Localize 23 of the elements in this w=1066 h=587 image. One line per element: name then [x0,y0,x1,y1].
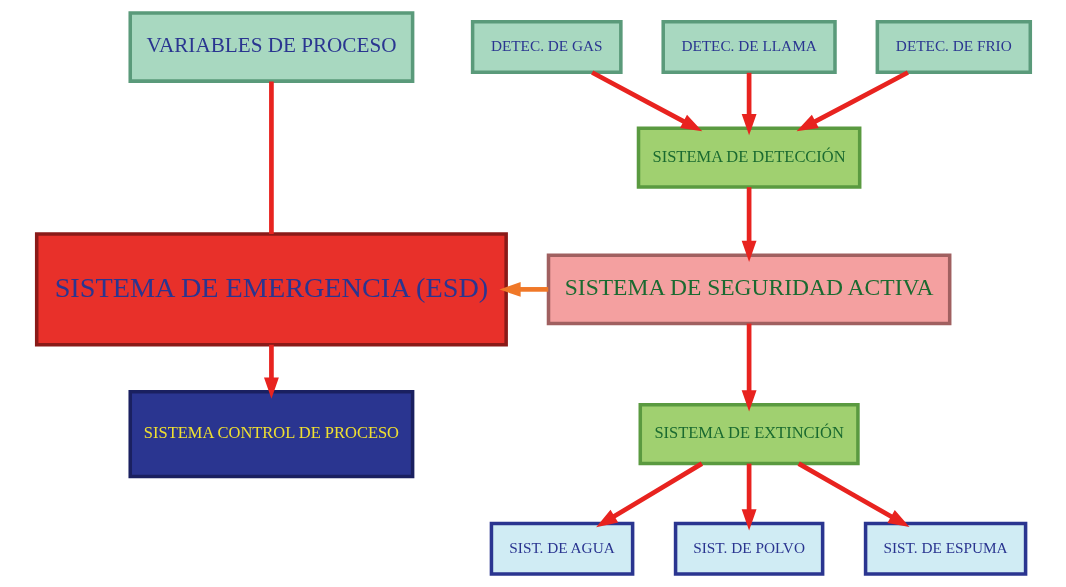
node-box: SIST. DE POLVO [673,521,824,576]
arrow [741,72,757,136]
arrow [263,344,279,399]
arrow [741,463,757,531]
node-box: SISTEMA DE EMERGENCIA (ESD) [34,232,508,347]
arrow [741,323,757,412]
node-box: SIST. DE AGUA [489,521,634,576]
node-box: VARIABLES DE PROCESO [127,11,414,83]
arrow [796,70,909,132]
connector [268,81,274,234]
arrow [741,187,757,262]
node-box: SISTEMA DE DETECCIÓN [636,126,861,189]
node-box: SISTEMA DE SEGURIDAD ACTIVA [546,253,951,326]
arrow [595,461,703,528]
arrow [590,70,702,132]
arrow [797,461,910,528]
node-box: DETEC. DE GAS [470,19,623,75]
node-box: SISTEMA CONTROL DE PROCESO [127,389,414,479]
arrow [498,281,548,297]
node-box: DETEC. DE FRIO [875,19,1032,75]
node-box: SISTEMA DE EXTINCIÓN [638,402,860,466]
node-box: SIST. DE ESPUMA [863,521,1027,576]
node-box: DETEC. DE LLAMA [660,19,837,75]
